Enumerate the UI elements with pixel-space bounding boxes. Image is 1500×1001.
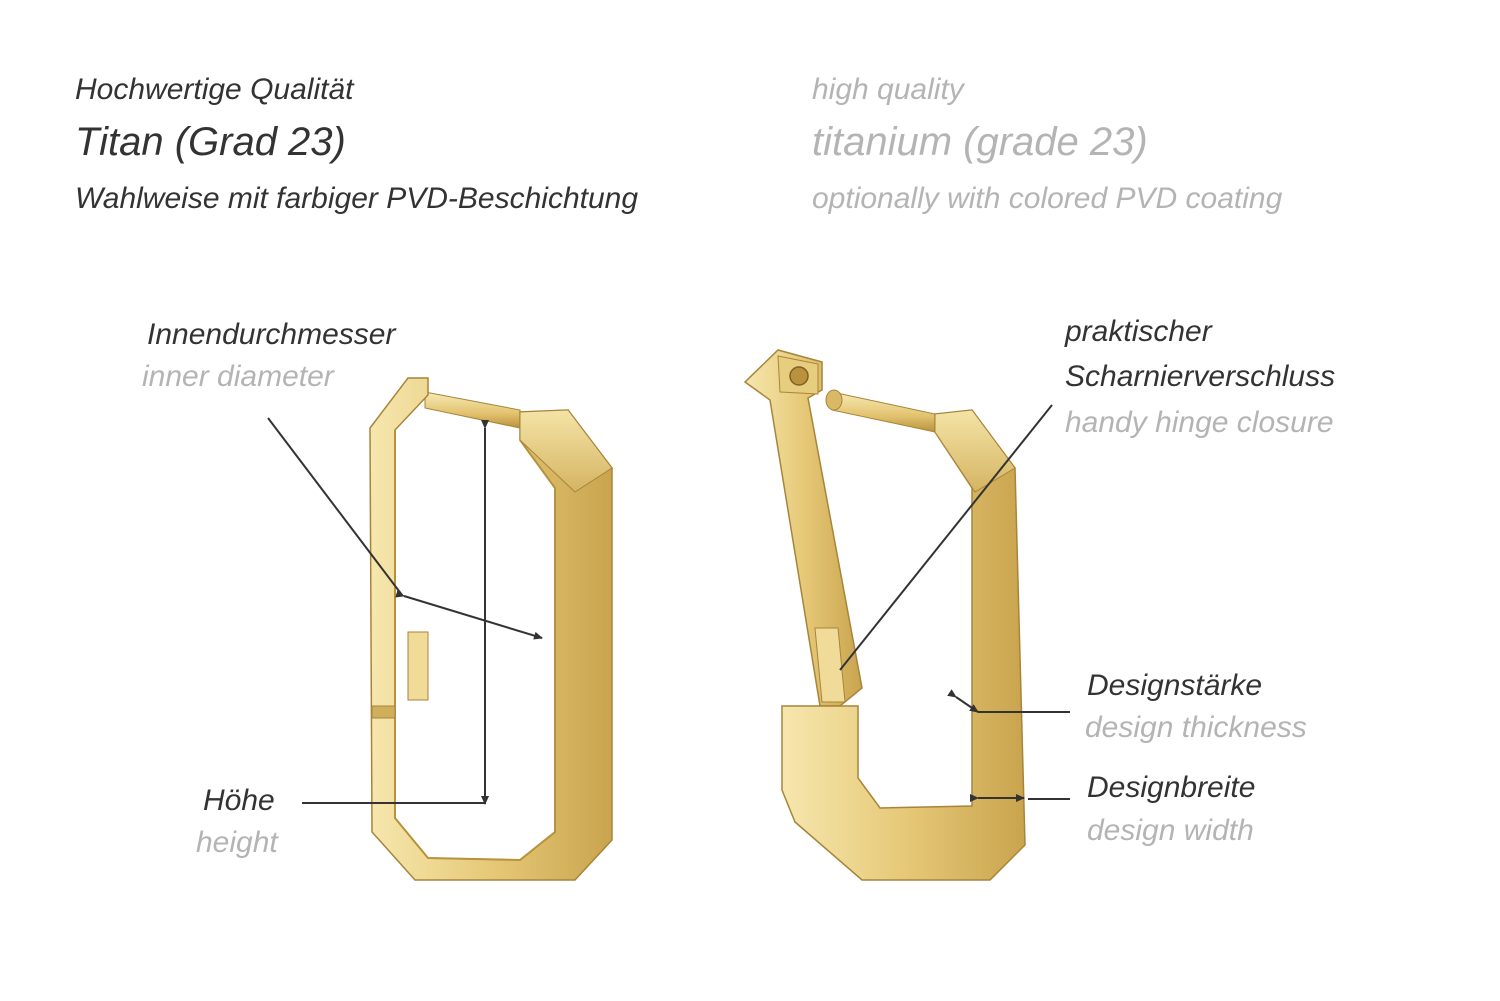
leader-hinge bbox=[839, 404, 1053, 671]
header-en-material: titanium (grade 23) bbox=[812, 120, 1148, 164]
header-en-quality: high quality bbox=[812, 73, 964, 106]
label-hinge-en: handy hinge closure bbox=[1065, 406, 1334, 439]
earring-closed bbox=[369, 377, 613, 881]
label-inner-diameter-en: inner diameter bbox=[142, 360, 334, 393]
header-de-material: Titan (Grad 23) bbox=[75, 120, 346, 164]
earring-pin-left bbox=[424, 391, 521, 429]
label-inner-diameter-de: Innendurchmesser bbox=[147, 318, 396, 351]
label-thickness-de: Designstärke bbox=[1087, 669, 1263, 702]
hinge-arm-right bbox=[743, 349, 863, 707]
earring-cap-right bbox=[934, 409, 1016, 493]
label-height-de: Höhe bbox=[203, 784, 275, 817]
label-width-en: design width bbox=[1087, 814, 1254, 847]
hinge-hole-right bbox=[789, 366, 809, 386]
label-height-en: height bbox=[196, 826, 278, 859]
hinge-joint-left bbox=[371, 705, 396, 719]
label-width-de: Designbreite bbox=[1087, 771, 1256, 804]
label-thickness-en: design thickness bbox=[1085, 711, 1307, 744]
header-de-quality: Hochwertige Qualität bbox=[75, 73, 354, 106]
header-en-coating: optionally with colored PVD coating bbox=[812, 182, 1283, 215]
label-hinge-de-1: praktischer bbox=[1065, 315, 1212, 348]
header-de-coating: Wahlweise mit farbiger PVD-Beschichtung bbox=[75, 182, 639, 215]
hinge-latch-left bbox=[407, 631, 429, 701]
earring-cap-left bbox=[519, 409, 613, 493]
pin-tip-right bbox=[825, 389, 843, 411]
leader-inner-diameter bbox=[267, 417, 403, 596]
earring-pin-right bbox=[831, 391, 936, 433]
arrow-inner-diameter bbox=[395, 589, 543, 640]
label-hinge-de-2: Scharnierverschluss bbox=[1065, 360, 1336, 393]
earring-open bbox=[743, 349, 1026, 881]
arrow-thickness bbox=[947, 689, 979, 713]
earring-inner-edge-left bbox=[394, 430, 556, 862]
hinge-latch-right bbox=[814, 627, 846, 703]
